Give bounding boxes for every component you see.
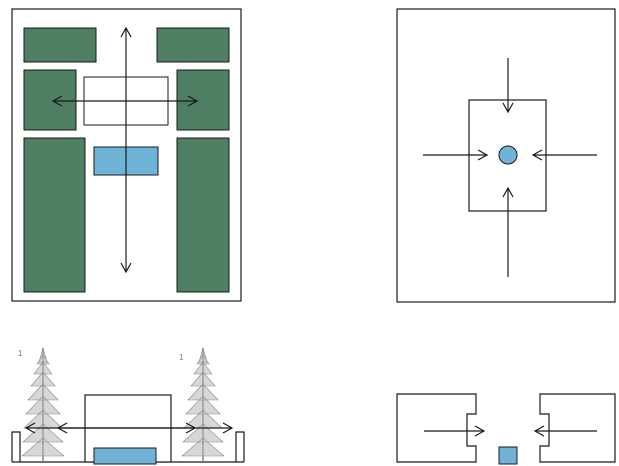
section-enclosed-center	[396, 393, 616, 465]
building-block	[23, 69, 77, 131]
building-block	[176, 137, 230, 293]
building-block	[23, 27, 97, 63]
water-feature-section	[93, 447, 157, 465]
tree-marker: 1	[18, 349, 23, 358]
plan-enclosed-center	[396, 8, 616, 303]
building-block	[23, 137, 86, 293]
central-pool	[498, 145, 518, 165]
plan-open-central-axis	[11, 8, 242, 302]
conifer-tree-icon	[21, 347, 65, 463]
conifer-tree-icon	[181, 347, 225, 463]
section-open-central-axis: 1 1	[11, 347, 245, 465]
building-block	[156, 27, 230, 63]
tree-marker: 1	[179, 353, 184, 362]
building-block	[176, 69, 230, 131]
building-section-right	[539, 393, 616, 463]
building-section-left	[396, 393, 477, 463]
site-edge-wall	[235, 431, 245, 462]
water-feature-section	[498, 446, 518, 465]
site-edge-wall	[11, 431, 21, 462]
